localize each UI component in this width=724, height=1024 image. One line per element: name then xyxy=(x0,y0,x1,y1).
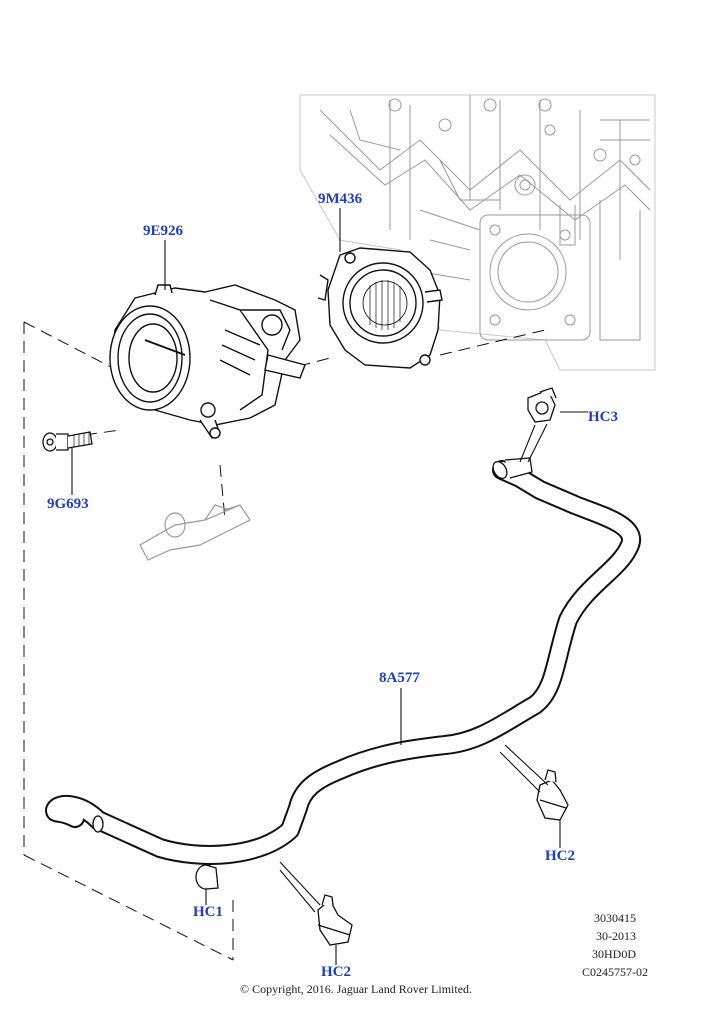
assembly-outline xyxy=(23,321,546,961)
hose-part[interactable] xyxy=(45,457,641,865)
callout-hose[interactable]: 8A577 xyxy=(379,670,420,686)
callout-clip-hc1[interactable]: HC1 xyxy=(193,904,223,920)
callout-clip-hc3[interactable]: HC3 xyxy=(588,409,618,425)
callout-bolt[interactable]: 9G693 xyxy=(47,496,89,512)
clip-hc2-bottom-part[interactable] xyxy=(317,894,353,946)
reference-code-1: 3030415 xyxy=(594,911,636,925)
reference-code-2: 30-2013 xyxy=(596,929,636,943)
reference-code-3: 30HD0D xyxy=(592,947,636,961)
copyright-notice: © Copyright, 2016. Jaguar Land Rover Lim… xyxy=(239,982,473,996)
reference-code-4: C0245757-02 xyxy=(582,965,648,979)
gasket-part[interactable] xyxy=(317,247,443,369)
ghost-hose xyxy=(139,504,251,561)
callout-throttle-body[interactable]: 9E926 xyxy=(143,223,184,239)
callout-gasket[interactable]: 9M436 xyxy=(318,191,363,207)
callout-clip-hc2-bottom[interactable]: HC2 xyxy=(321,964,351,980)
bolt-part[interactable] xyxy=(42,431,93,452)
clip-hc1-part[interactable] xyxy=(195,864,219,890)
leader-lines xyxy=(71,208,588,965)
throttle-body-part[interactable] xyxy=(109,284,306,439)
callout-clip-hc2-right[interactable]: HC2 xyxy=(545,848,575,864)
clip-hc2-right-part[interactable] xyxy=(536,769,569,821)
engine-block-background xyxy=(299,94,656,371)
clip-hc3-part[interactable] xyxy=(527,387,557,423)
